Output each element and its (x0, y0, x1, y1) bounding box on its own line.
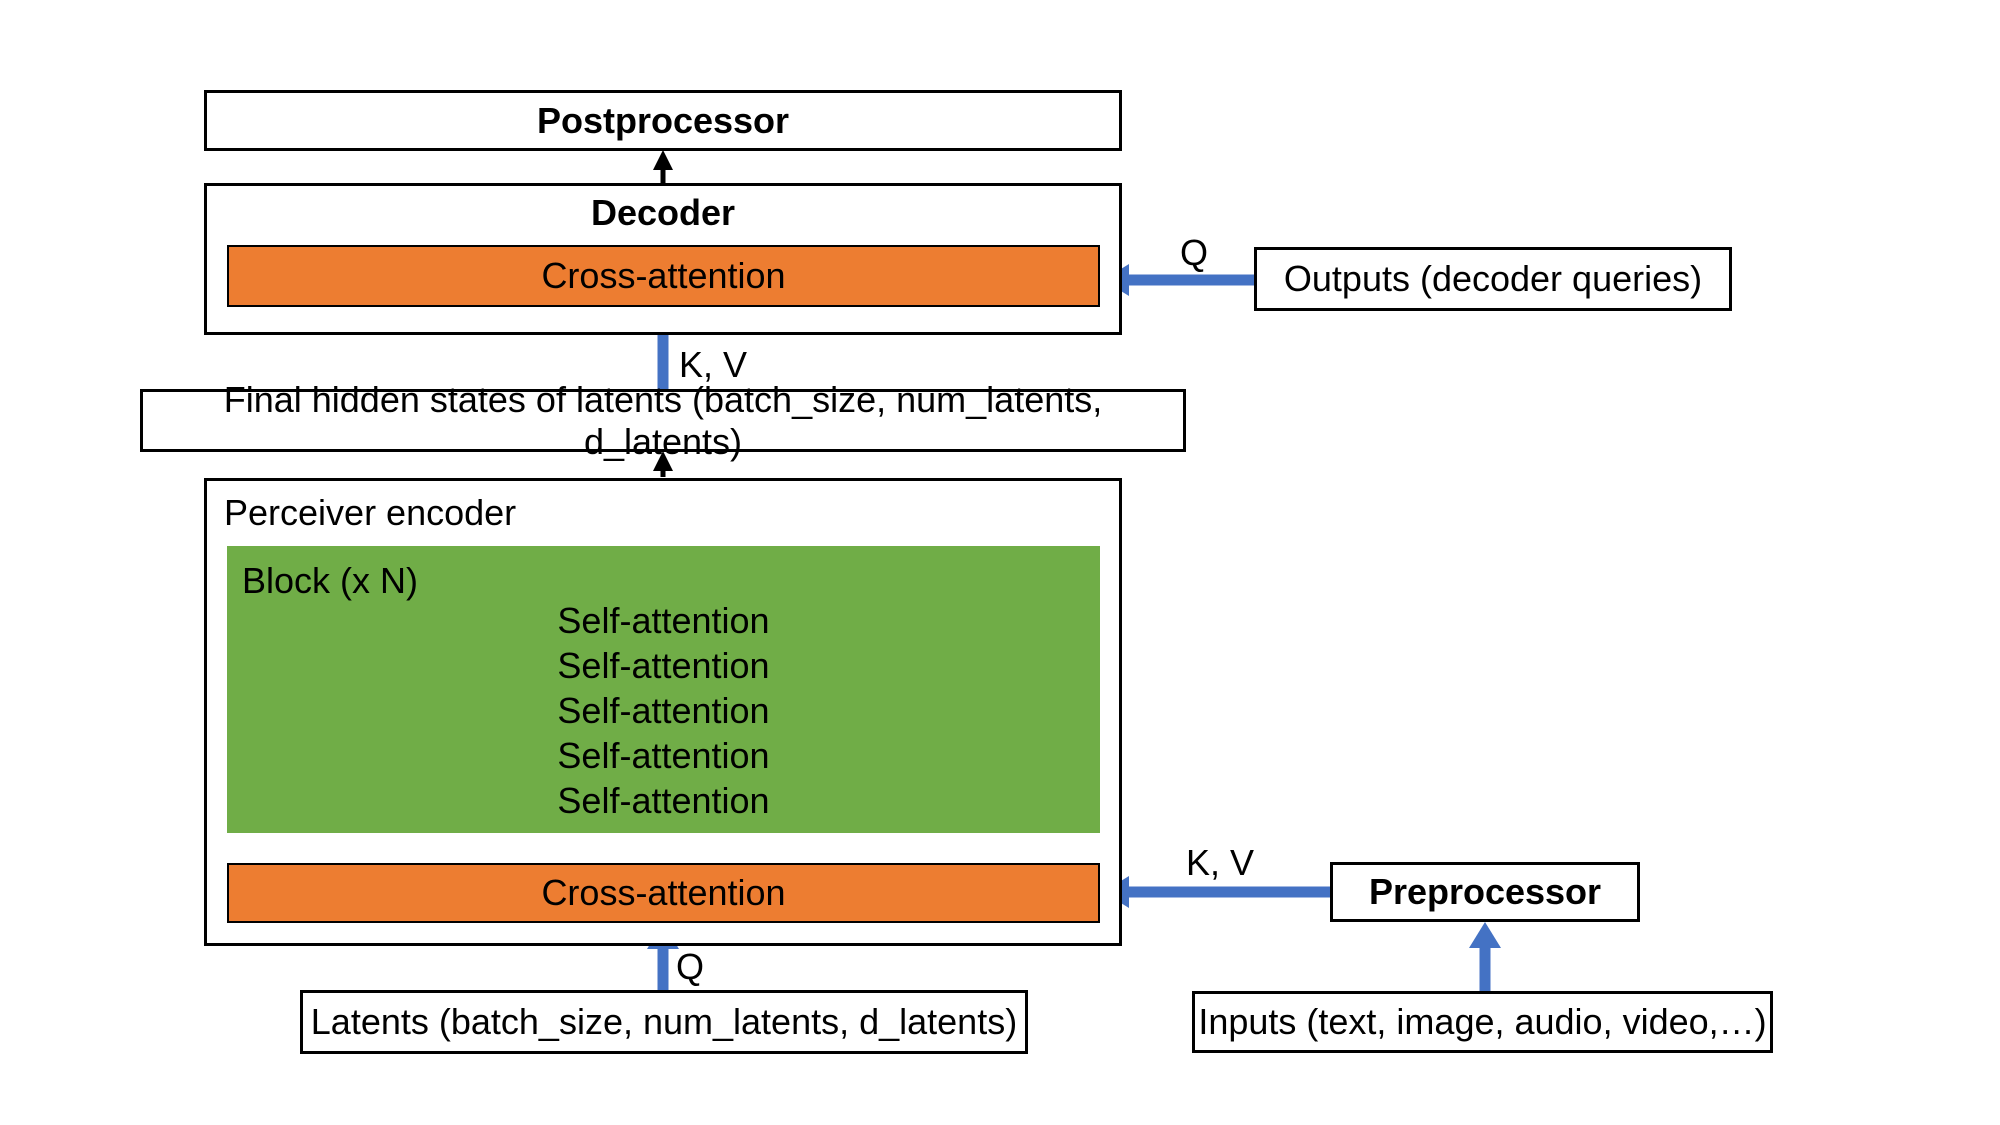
preprocessor-box: Preprocessor (1330, 862, 1640, 922)
final-hidden-states-label: Final hidden states of latents (batch_si… (223, 379, 1103, 462)
final-hidden-states-box: Final hidden states of latents (batch_si… (140, 379, 1186, 462)
outputs-box: Outputs (decoder queries) (1254, 247, 1732, 311)
preprocessor-label: Preprocessor (1368, 871, 1602, 913)
postprocessor-label: Postprocessor (536, 99, 790, 141)
inputs-box: Inputs (text, image, audio, video,…) (1192, 991, 1773, 1053)
latents-label: Latents (batch_size, num_latents, d_late… (310, 1001, 1018, 1043)
self-attention-item: Self-attention (557, 599, 770, 641)
self-attention-item: Self-attention (557, 734, 770, 776)
inputs-label: Inputs (text, image, audio, video,…) (1198, 1001, 1767, 1043)
decoder-title: Decoder (590, 192, 736, 233)
self-attention-list: Self-attention Self-attention Self-atten… (227, 598, 1100, 823)
arrow-outputs-to-decoder (1103, 264, 1254, 296)
encoder-cross-attention-bar: Cross-attention (227, 863, 1100, 923)
edge-label-q-decoder: Q (1180, 232, 1209, 273)
outputs-label: Outputs (decoder queries) (1283, 258, 1703, 300)
encoder-cross-attention-label: Cross-attention (541, 872, 786, 914)
decoder-cross-attention-label: Cross-attention (541, 255, 786, 297)
self-attention-item: Self-attention (557, 689, 770, 731)
self-attention-item: Self-attention (557, 779, 770, 821)
postprocessor-box: Postprocessor (204, 90, 1122, 151)
latents-box: Latents (batch_size, num_latents, d_late… (300, 990, 1028, 1054)
arrow-decoder-to-postprocessor (653, 150, 673, 184)
arrow-inputs-to-preprocessor (1469, 922, 1501, 991)
edge-label-kv-decoder: K, V (679, 344, 748, 385)
decoder-cross-attention-bar: Cross-attention (227, 245, 1100, 307)
block-xn-label: Block (x N) (242, 560, 419, 601)
edge-label-kv-encoder: K, V (1186, 842, 1255, 883)
self-attention-item: Self-attention (557, 644, 770, 686)
block-xn (227, 546, 1100, 833)
perceiver-encoder-title: Perceiver encoder (224, 492, 517, 533)
edge-label-q-encoder: Q (676, 946, 705, 987)
